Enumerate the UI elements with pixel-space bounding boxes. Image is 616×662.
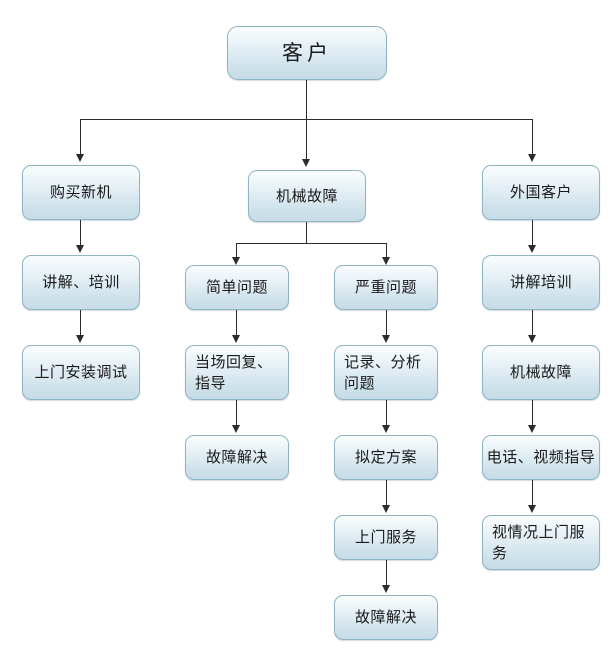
node-foreign-explain-training[interactable]: 讲解培训 (482, 255, 600, 310)
arrowhead-plan-to-onsite (382, 505, 390, 513)
connector-fault-trunk (306, 222, 307, 243)
connector-plan-to-onsite (386, 480, 387, 507)
node-onsite-install-debug[interactable]: 上门安装调试 (22, 345, 140, 400)
connector-remote-to-conditional-onsite (532, 480, 533, 507)
arrowhead-onsite-to-resolved (382, 585, 390, 593)
node-explain-training[interactable]: 讲解、培训 (22, 255, 140, 310)
arrowhead-severe-to-record (382, 335, 390, 343)
connector-foreign-fault-to-remote (532, 400, 533, 427)
arrowhead-foreign-to-training (528, 245, 536, 253)
connector-onsite-to-resolved (386, 560, 387, 587)
connector-root-to-foreign (532, 119, 533, 156)
node-onsite-service[interactable]: 上门服务 (334, 515, 438, 560)
node-root-customer[interactable]: 客户 (227, 26, 387, 80)
node-conditional-onsite-service[interactable]: 视情况上门服务 (482, 515, 600, 570)
node-purchase-new-machine[interactable]: 购买新机 (22, 165, 140, 220)
node-foreign-mechanical-fault[interactable]: 机械故障 (482, 345, 600, 400)
arrowhead-root-to-buy (76, 154, 84, 162)
arrowhead-remote-to-conditional-onsite (528, 505, 536, 513)
node-fault-resolved-simple[interactable]: 故障解决 (185, 435, 289, 480)
connector-reply-to-resolved (236, 400, 237, 427)
arrowhead-foreign-training-to-fault (528, 335, 536, 343)
node-fault-resolved-severe[interactable]: 故障解决 (334, 595, 438, 640)
node-foreign-customer[interactable]: 外国客户 (482, 165, 600, 220)
node-onsite-reply-guidance[interactable]: 当场回复、指导 (185, 345, 289, 400)
connector-foreign-training-to-fault (532, 310, 533, 337)
node-record-analyze-problem[interactable]: 记录、分析问题 (334, 345, 438, 400)
connector-record-to-plan (386, 400, 387, 427)
arrowhead-reply-to-resolved (232, 425, 240, 433)
arrowhead-fault-to-simple (232, 257, 240, 265)
connector-foreign-to-training (532, 220, 533, 247)
connector-root-to-fault (306, 119, 307, 161)
connector-training-to-install (80, 310, 81, 337)
connector-simple-to-reply (236, 310, 237, 337)
connector-fault-to-severe (386, 243, 387, 259)
connector-root-trunk (306, 80, 307, 119)
node-phone-video-guidance[interactable]: 电话、视频指导 (482, 435, 600, 480)
arrowhead-buy-to-training (76, 245, 84, 253)
connector-root-to-buy (80, 119, 81, 156)
connector-fault-splitter-bar (236, 243, 386, 244)
node-draft-plan[interactable]: 拟定方案 (334, 435, 438, 480)
connector-severe-to-record (386, 310, 387, 337)
arrowhead-simple-to-reply (232, 335, 240, 343)
arrowhead-root-to-fault (302, 159, 310, 167)
arrowhead-foreign-fault-to-remote (528, 425, 536, 433)
arrowhead-training-to-install (76, 335, 84, 343)
node-mechanical-fault[interactable]: 机械故障 (248, 170, 366, 222)
arrowhead-root-to-foreign (528, 154, 536, 162)
arrowhead-record-to-plan (382, 425, 390, 433)
node-simple-problem[interactable]: 简单问题 (185, 265, 289, 310)
node-severe-problem[interactable]: 严重问题 (334, 265, 438, 310)
arrowhead-fault-to-severe (382, 257, 390, 265)
connector-buy-to-training (80, 220, 81, 247)
connector-fault-to-simple (236, 243, 237, 259)
